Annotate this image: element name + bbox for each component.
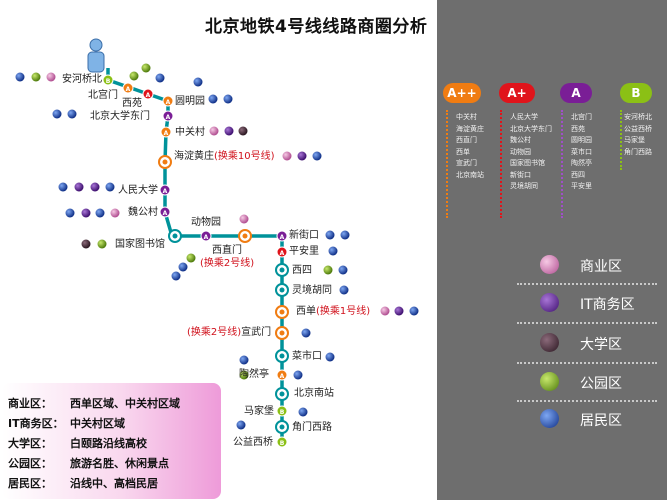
legend-separator bbox=[517, 283, 657, 285]
station-label: 圆明园 bbox=[175, 96, 205, 107]
zone-definition-row: 居民区：沿线中、高档民居 bbox=[8, 477, 158, 490]
grade-divider bbox=[561, 110, 563, 218]
zone-definition-row: 商业区：西单区域、中关村区域 bbox=[8, 397, 180, 410]
svg-text:A: A bbox=[146, 92, 151, 99]
blue-ball-icon bbox=[540, 409, 559, 428]
station-label: 灵境胡同 bbox=[292, 285, 332, 296]
grade-station-list-a-plus: 人民大学北京大学东门魏公村 动物园国家图书馆新街口 灵境胡同 bbox=[510, 113, 552, 190]
station-label: 海淀黄庄(换乘10号线) bbox=[174, 151, 275, 162]
svg-text:A: A bbox=[280, 373, 285, 380]
svg-text:A: A bbox=[280, 250, 285, 257]
zone-definition-row: IT商务区：中关村区域 bbox=[8, 417, 125, 430]
grade-divider bbox=[620, 110, 622, 170]
station-label: 公益西桥 bbox=[233, 437, 273, 448]
pink-ball-icon bbox=[540, 255, 559, 274]
svg-text:A: A bbox=[166, 114, 171, 121]
station-label: 动物园 bbox=[191, 217, 221, 228]
svg-text:A: A bbox=[164, 130, 169, 137]
grade-station-list-a: 北宫门西苑圆明园 菜市口陶然亭西四 平安里 bbox=[571, 113, 592, 190]
station-markers: B A A A A A A A A A A A B B bbox=[102, 74, 289, 448]
svg-text:A: A bbox=[280, 234, 285, 241]
grade-station-list-a-plus-plus: 中关村海淀黄庄西直门 西单宣武门北京南站 bbox=[456, 113, 484, 179]
zone-definition-row: 大学区：白颐路沿线高校 bbox=[8, 437, 147, 450]
route-diagram: B A A A A A A A A A A A B B bbox=[15, 38, 419, 448]
svg-text:A: A bbox=[163, 188, 168, 195]
legend-separator bbox=[517, 400, 657, 402]
station-label: 西直门 bbox=[212, 245, 242, 256]
grade-badge-a: A bbox=[560, 83, 592, 103]
grade-station-list-b: 安河桥北公益西桥马家堡 角门西路 bbox=[624, 113, 652, 156]
station-label: 平安里 bbox=[289, 246, 319, 257]
station-label: 西苑 bbox=[122, 98, 142, 109]
station-label: 角门西路 bbox=[292, 422, 332, 433]
station-label: 安河桥北 bbox=[62, 74, 102, 85]
station-label: 人民大学 bbox=[118, 185, 158, 196]
grade-badge-a-plus-plus: A++ bbox=[443, 83, 481, 103]
svg-text:B: B bbox=[106, 78, 111, 85]
svg-text:B: B bbox=[280, 409, 285, 416]
green-ball-icon bbox=[540, 372, 559, 391]
svg-text:A: A bbox=[204, 234, 209, 241]
station-label: 西单(换乘1号线) bbox=[296, 306, 371, 317]
grade-divider bbox=[446, 110, 448, 218]
transfer-label: (换乘2号线) bbox=[200, 258, 255, 269]
legend-separator bbox=[517, 362, 657, 364]
zone-balls bbox=[15, 63, 419, 430]
purple-ball-icon bbox=[540, 293, 559, 312]
station-label: 北京南站 bbox=[294, 388, 334, 399]
zone-legend-university: 大学区 bbox=[540, 331, 660, 355]
page-title: 北京地铁4号线线路商圈分析 bbox=[205, 17, 428, 37]
zone-definition-row: 公园区：旅游名胜、休闲景点 bbox=[8, 457, 169, 470]
station-label: 北宫门 bbox=[88, 90, 118, 101]
station-label: 马家堡 bbox=[244, 406, 274, 417]
station-label: 陶然亭 bbox=[239, 369, 269, 380]
station-label: 北京大学东门 bbox=[90, 111, 150, 122]
station-label: 国家图书馆 bbox=[115, 239, 165, 250]
grade-badge-a-plus: A+ bbox=[499, 83, 535, 103]
station-label: 菜市口 bbox=[292, 351, 322, 362]
legend-separator bbox=[517, 322, 657, 324]
person-icon bbox=[87, 38, 105, 73]
grade-badge-b: B bbox=[620, 83, 652, 103]
zone-legend-it: IT商务区 bbox=[540, 291, 660, 315]
svg-text:B: B bbox=[280, 440, 285, 447]
station-label: 西四 bbox=[292, 265, 312, 276]
zone-definition-box: 商业区：西单区域、中关村区域 IT商务区：中关村区域 大学区：白颐路沿线高校 公… bbox=[2, 383, 221, 499]
svg-text:A: A bbox=[166, 99, 171, 106]
dark-ball-icon bbox=[540, 333, 559, 352]
zone-legend-commercial: 商业区 bbox=[540, 253, 660, 277]
zone-legend-park: 公园区 bbox=[540, 370, 660, 394]
svg-text:A: A bbox=[163, 210, 168, 217]
zone-legend-residential: 居民区 bbox=[540, 407, 660, 431]
station-label: 中关村 bbox=[175, 127, 205, 138]
station-label: 魏公村 bbox=[128, 207, 158, 218]
station-label: (换乘2号线)宣武门 bbox=[187, 327, 272, 338]
grade-divider bbox=[500, 110, 502, 218]
line-4-route bbox=[106, 68, 284, 440]
metro-map-area: 北京地铁4号线线路商圈分析 B A A A A A A A A bbox=[2, 17, 428, 499]
svg-text:A: A bbox=[126, 86, 131, 93]
station-label: 新街口 bbox=[289, 230, 319, 241]
